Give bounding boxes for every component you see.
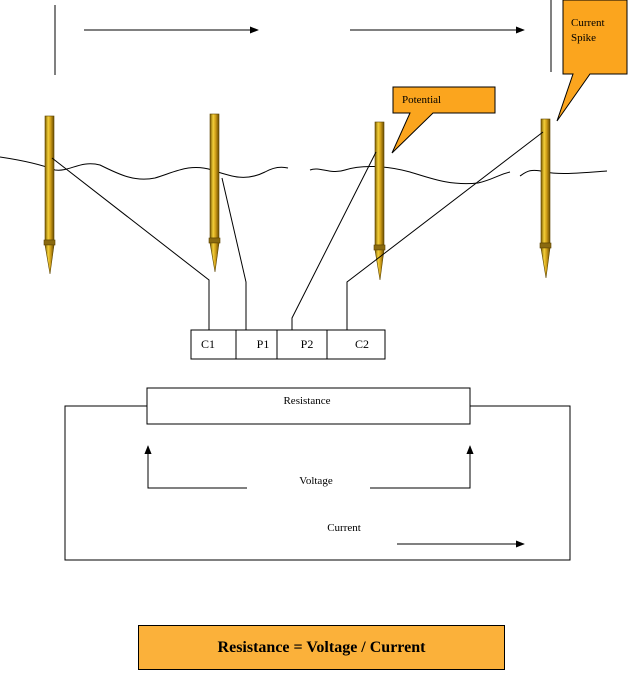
resistance-label: Resistance	[283, 395, 330, 407]
terminal-c1-label: C1	[201, 337, 215, 351]
ground-rod-icon	[373, 121, 386, 281]
terminal-p2-label: P2	[301, 337, 314, 351]
circuit-loop	[64, 405, 571, 561]
potential-callout: Potential	[391, 86, 496, 154]
ground-rod-icon	[539, 118, 552, 279]
meter-terminal-box: C1 P1 P2 C2	[190, 329, 386, 360]
formula-text: Resistance = Voltage / Current	[217, 638, 426, 656]
resistance-box	[146, 387, 471, 425]
current-spike-label: Current Spike	[571, 17, 607, 44]
ground-surface	[0, 156, 608, 185]
potential-label: Potential	[402, 94, 441, 106]
resistance-formula-box: Resistance = Voltage / Current	[138, 625, 505, 670]
arrow-up-icon	[370, 445, 474, 489]
terminal-c2-label: C2	[355, 337, 369, 351]
lead-wires	[51, 131, 544, 330]
terminal-p1-label: P1	[257, 337, 270, 351]
ground-rod-icon	[208, 113, 221, 273]
ground-rod-icon	[43, 115, 56, 275]
voltage-label: Voltage	[299, 475, 333, 487]
current-label: Current	[327, 522, 361, 534]
voltage-arrows	[144, 445, 474, 489]
current-spike-callout: Current Spike	[556, 0, 628, 122]
arrow-up-icon	[144, 445, 247, 489]
